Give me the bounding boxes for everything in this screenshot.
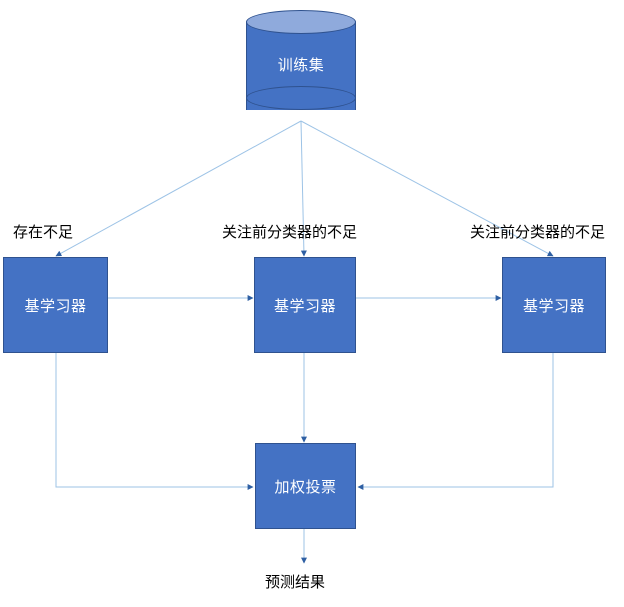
base-learner-1-label: 基学习器 xyxy=(24,297,87,315)
edge-learner3-to-vote xyxy=(357,353,554,490)
base-learner-2-node[interactable]: 基学习器 xyxy=(254,257,356,353)
cylinder-bottom-ellipse xyxy=(246,86,356,110)
base-learner-1-node[interactable]: 基学习器 xyxy=(3,257,108,353)
training-set-node[interactable]: 训练集 xyxy=(246,10,356,121)
edge-trainingset-to-learner1 xyxy=(55,120,302,257)
edge-label-learner2: 关注前分类器的不足 xyxy=(222,224,358,241)
edge-label-learner3: 关注前分类器的不足 xyxy=(470,224,606,241)
weighted-vote-node[interactable]: 加权投票 xyxy=(255,443,356,529)
base-learner-3-node[interactable]: 基学习器 xyxy=(502,257,606,353)
prediction-result-label: 预测结果 xyxy=(265,574,326,591)
edge-learner1-to-vote xyxy=(55,353,254,490)
edge-trainingset-to-learner2 xyxy=(300,120,307,257)
base-learner-3-label: 基学习器 xyxy=(522,297,585,315)
weighted-vote-label: 加权投票 xyxy=(274,478,337,496)
base-learner-2-label: 基学习器 xyxy=(273,297,336,315)
training-set-label: 训练集 xyxy=(277,57,325,74)
edge-label-learner1: 存在不足 xyxy=(13,224,74,241)
edge-trainingset-to-learner3 xyxy=(300,120,554,257)
cylinder-top-ellipse xyxy=(246,10,356,34)
